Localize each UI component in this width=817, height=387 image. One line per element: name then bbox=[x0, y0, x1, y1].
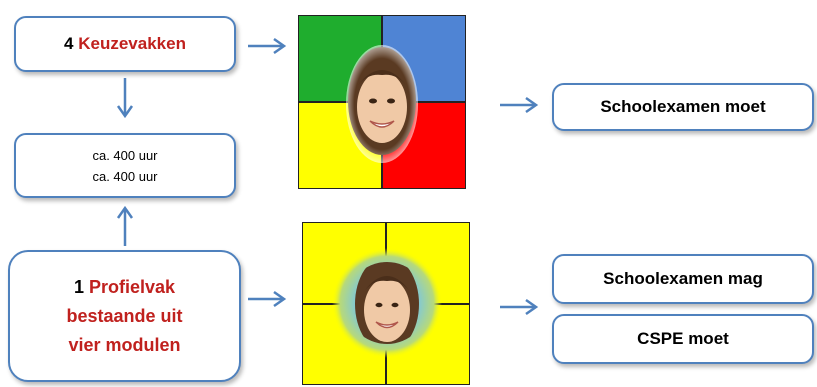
schoolexamen-moet-box: Schoolexamen moet bbox=[552, 83, 814, 131]
keuzevakken-label: Keuzevakken bbox=[78, 34, 186, 53]
profielvak-line-2: bestaande uit bbox=[66, 305, 183, 326]
uren-box: ca. 400 uur ca. 400 uur bbox=[14, 133, 236, 198]
uren-line-1: ca. 400 uur bbox=[92, 147, 158, 163]
schoolexamen-mag-box: Schoolexamen mag bbox=[552, 254, 814, 304]
arrow-right-icon bbox=[500, 96, 539, 114]
keuzevakken-box: 4 Keuzevakken bbox=[14, 16, 236, 72]
arrow-down-icon bbox=[116, 78, 134, 119]
keuzevakken-quadrant-image bbox=[298, 15, 466, 189]
schoolexamen-mag-label: Schoolexamen mag bbox=[603, 269, 763, 288]
arrow-right-icon bbox=[500, 298, 539, 316]
profielvak-box: 1 Profielvak bestaande uit vier modulen bbox=[8, 250, 241, 382]
arrow-up-icon bbox=[116, 205, 134, 246]
profielvak-quadrant-image bbox=[302, 222, 470, 385]
face-photo bbox=[346, 45, 418, 163]
cspe-moet-box: CSPE moet bbox=[552, 314, 814, 364]
face-photo bbox=[332, 248, 442, 358]
arrow-right-icon bbox=[248, 37, 287, 55]
schoolexamen-moet-label: Schoolexamen moet bbox=[600, 97, 766, 116]
profielvak-label: Profielvak bbox=[88, 276, 176, 297]
cspe-moet-label: CSPE moet bbox=[637, 329, 729, 348]
profielvak-count: 1 bbox=[73, 276, 84, 297]
uren-line-2: ca. 400 uur bbox=[92, 168, 158, 184]
profielvak-line-3: vier modulen bbox=[68, 334, 181, 355]
keuzevakken-count: 4 bbox=[64, 34, 74, 53]
arrow-right-icon bbox=[248, 290, 287, 308]
